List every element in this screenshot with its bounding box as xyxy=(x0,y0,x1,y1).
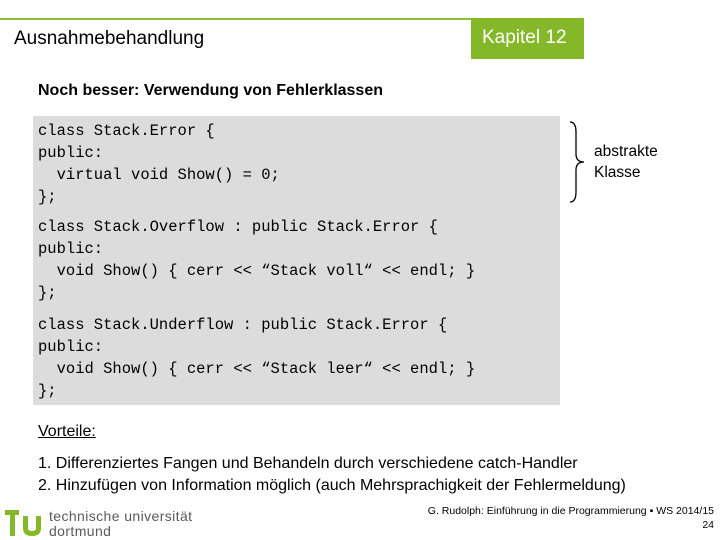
section-title: Ausnahmebehandlung xyxy=(14,28,205,49)
code-block-stack-error: class Stack.Error { public: virtual void… xyxy=(38,122,280,206)
curly-brace-icon xyxy=(569,121,585,203)
code-block-stack-overflow: class Stack.Overflow : public Stack.Erro… xyxy=(38,218,476,302)
advantage-item: 1. Differenziertes Fangen und Behandeln … xyxy=(38,455,578,472)
code-block-stack-underflow: class Stack.Underflow : public Stack.Err… xyxy=(38,316,476,400)
page-number: 24 xyxy=(702,519,714,531)
chapter-badge: Kapitel 12 xyxy=(471,18,584,59)
slide-subtitle: Noch besser: Verwendung von Fehlerklasse… xyxy=(38,82,383,99)
tu-logo-icon xyxy=(5,510,41,536)
header-section-bar: Ausnahmebehandlung xyxy=(0,18,471,60)
chapter-label: Kapitel 12 xyxy=(482,27,567,48)
code-background xyxy=(33,116,560,405)
footer-credit: G. Rudolph: Einführung in die Programmie… xyxy=(427,505,714,517)
university-logo: technische universität dortmund xyxy=(0,503,200,540)
advantage-item: 2. Hinzufügen von Information möglich (a… xyxy=(38,477,626,494)
slide-footer: G. Rudolph: Einführung in die Programmie… xyxy=(428,504,714,532)
university-name-line1: technische universität xyxy=(49,508,193,524)
university-name-line2: dortmund xyxy=(49,523,112,539)
advantages-heading: Vorteile: xyxy=(38,423,96,440)
abstract-class-annotation: abstrakte Klasse xyxy=(594,143,658,181)
